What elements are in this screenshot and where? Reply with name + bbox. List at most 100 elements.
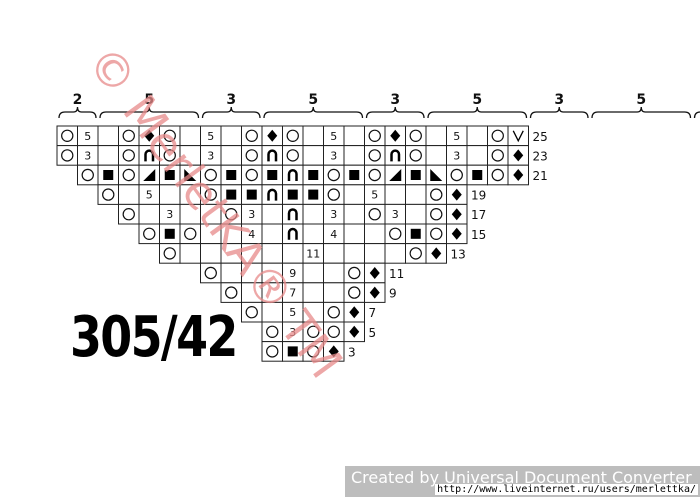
diamond-symbol <box>144 129 155 142</box>
row-number: 13 <box>451 247 466 261</box>
square-symbol <box>349 170 360 180</box>
chart-cell <box>261 184 283 205</box>
cell-number: 7 <box>289 287 296 300</box>
chart-cell <box>405 203 427 225</box>
pattern-number: 305/42 <box>70 305 238 370</box>
yarn-over-symbol <box>327 325 340 338</box>
right-triangle-symbol <box>184 169 197 181</box>
footer-created-text: Created by Universal Document Converter <box>351 468 692 487</box>
chart-cell <box>384 243 406 264</box>
chart-cell <box>302 125 324 147</box>
yarn-over-symbol <box>409 129 422 142</box>
repeat-count: 2 <box>73 92 83 108</box>
chart-cell <box>343 243 365 264</box>
square-symbol <box>410 170 421 180</box>
yarn-over-symbol <box>327 168 340 182</box>
yarn-over-symbol <box>163 149 176 162</box>
row-number: 15 <box>471 228 486 242</box>
yarn-over-symbol <box>225 207 238 221</box>
chart-cell <box>138 203 160 225</box>
chart-cell <box>323 243 345 264</box>
row-number: 21 <box>533 169 548 183</box>
cell-number: 3 <box>248 208 255 221</box>
v-symbol <box>512 130 524 143</box>
chart-cell <box>343 184 365 205</box>
yarn-over-symbol <box>368 207 381 221</box>
chart-cell <box>343 125 365 147</box>
chart-cell <box>364 223 386 245</box>
diamond-symbol <box>267 129 278 142</box>
footer-bar: Created by Universal Document Converter … <box>345 466 700 497</box>
yarn-over-symbol <box>245 168 258 182</box>
cell-number: 3 <box>330 208 337 221</box>
square-symbol <box>246 189 257 200</box>
yarn-over-symbol <box>122 149 135 162</box>
yarn-over-symbol <box>286 129 299 142</box>
yarn-over-symbol <box>163 247 176 260</box>
arch-symbol <box>267 188 278 201</box>
yarn-over-symbol <box>307 345 320 358</box>
diamond-symbol <box>328 345 339 358</box>
chart-cell <box>282 164 304 186</box>
chart-cell <box>507 125 529 147</box>
yarn-over-symbol <box>204 168 217 182</box>
repeat-brace <box>529 106 589 119</box>
yarn-over-symbol <box>81 168 94 182</box>
chart-cell <box>282 223 304 245</box>
yarn-over-symbol <box>286 149 299 162</box>
cell-number: 5 <box>453 130 460 143</box>
chart-cell <box>220 125 242 147</box>
square-symbol <box>410 228 421 239</box>
diamond-symbol <box>390 129 401 142</box>
chart-cell <box>97 145 119 166</box>
row-number: 9 <box>389 287 397 301</box>
repeat-brace <box>99 106 200 119</box>
repeat-count: 3 <box>226 92 236 108</box>
yarn-over-symbol <box>122 129 135 142</box>
diamond-symbol <box>451 227 462 240</box>
chart-cell <box>261 203 283 225</box>
chart-cell <box>118 184 140 205</box>
diamond-symbol <box>451 208 462 221</box>
yarn-over-symbol <box>389 227 402 240</box>
cell-number: 5 <box>84 130 91 143</box>
yarn-over-symbol <box>122 168 135 182</box>
repeat-count: 5 <box>144 92 154 108</box>
repeat-count: 5 <box>308 92 318 108</box>
chart-cell <box>323 282 345 303</box>
cell-number: 4 <box>248 228 255 241</box>
repeat-brace <box>263 106 364 119</box>
chart-cell <box>343 203 365 225</box>
left-triangle-symbol <box>389 169 402 181</box>
arch-symbol <box>287 227 298 240</box>
cell-number: 3 <box>453 149 460 162</box>
chart-cell <box>364 243 386 264</box>
square-symbol <box>226 189 237 200</box>
arch-symbol <box>267 149 278 162</box>
repeat-count: 5 <box>472 92 482 108</box>
repeat-count: 3 <box>554 92 564 108</box>
yarn-over-symbol <box>225 286 238 299</box>
yarn-over-symbol <box>368 149 381 162</box>
row-number: 5 <box>369 326 377 340</box>
square-symbol <box>103 170 114 180</box>
arch-symbol <box>287 169 298 181</box>
repeat-brace <box>58 106 97 119</box>
chart-cell <box>282 243 304 264</box>
row-number: 17 <box>471 208 486 222</box>
yarn-over-symbol <box>491 168 504 182</box>
diamond-symbol <box>369 267 380 279</box>
yarn-over-symbol <box>491 129 504 142</box>
yarn-over-symbol <box>122 207 135 221</box>
cell-number: 3 <box>84 149 91 162</box>
yarn-over-symbol <box>184 227 197 240</box>
cell-number: 4 <box>330 228 337 241</box>
cell-number: 5 <box>289 306 296 319</box>
square-symbol <box>226 170 237 180</box>
repeat-count: 5 <box>636 92 646 108</box>
footer-url[interactable]: http://www.liveinternet.ru/users/merlett… <box>435 484 698 495</box>
yarn-over-symbol <box>163 129 176 142</box>
chart-cell <box>261 145 283 166</box>
square-symbol <box>308 170 319 180</box>
square-symbol <box>164 228 175 239</box>
